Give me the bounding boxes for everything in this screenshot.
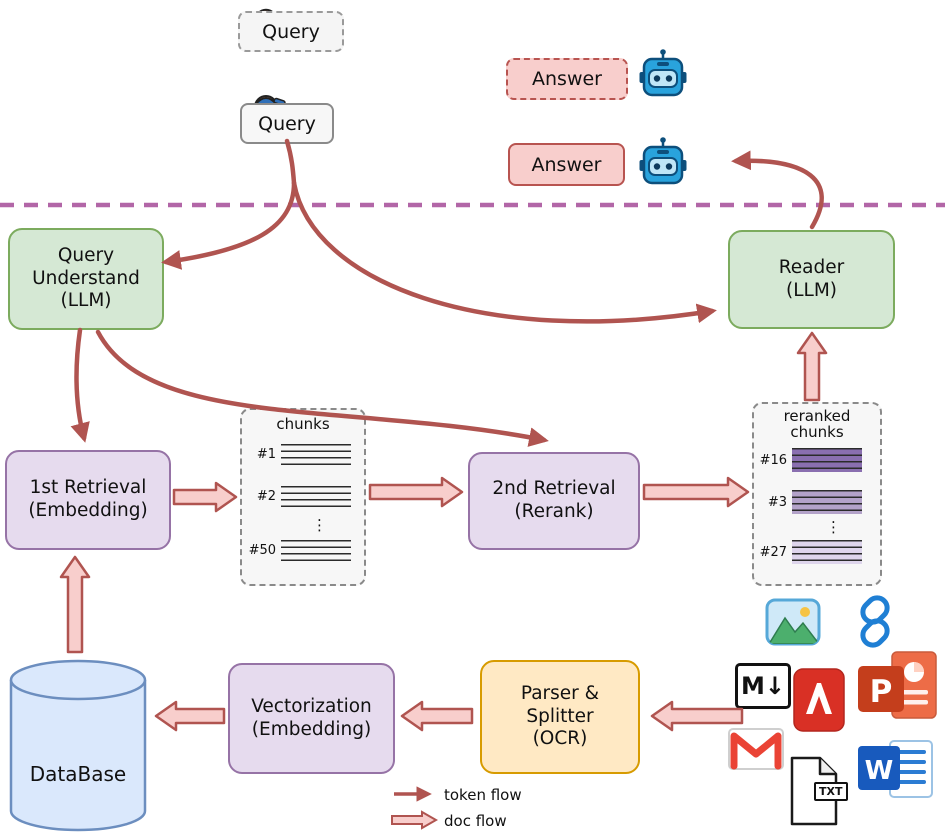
arrow-chunks-to-second-retrieval	[368, 476, 464, 508]
arrow-query-to-query-understand	[161, 180, 297, 270]
query-label: Query	[258, 112, 316, 135]
arrow-files-to-parser	[650, 700, 744, 732]
arrow-query-to-reader	[291, 180, 717, 324]
reranked-chunks-box: reranked chunks #16 #3 ⋮ #27	[752, 402, 882, 586]
legend-token-flow-label: token flow	[444, 786, 522, 804]
chunk-row: #2	[248, 486, 351, 507]
chunk-row: #3	[759, 490, 862, 514]
chunk-row: #16	[759, 448, 862, 472]
chunk-text-lines	[281, 444, 351, 465]
reranked-ellipsis: ⋮	[826, 518, 842, 536]
arrow-second-retrieval-to-reranked	[642, 476, 750, 508]
legend-doc-arrow	[391, 810, 439, 830]
arrow-reader-to-answer	[731, 150, 824, 230]
arrow-reranked-to-reader	[796, 331, 828, 402]
reader-box: Reader (LLM)	[728, 230, 895, 329]
query-understand-box: Query Understand (LLM)	[8, 228, 164, 330]
chunk-row: #50	[248, 540, 351, 561]
answer-label: Answer	[531, 153, 602, 176]
chunk-id: #16	[759, 452, 787, 468]
query-draft-label: Query	[262, 20, 320, 43]
arrow-understand-to-first-retrieval	[70, 327, 90, 443]
first-retrieval-box: 1st Retrieval (Embedding)	[5, 450, 171, 550]
second-retrieval-box: 2nd Retrieval (Rerank)	[468, 452, 640, 550]
robot-icon	[638, 136, 688, 190]
second-retrieval-label: 2nd Retrieval (Rerank)	[492, 478, 616, 522]
query-draft-box: Query	[238, 11, 344, 52]
arrow-query-stem	[284, 138, 297, 186]
reranked-chunks-title: reranked chunks	[783, 407, 851, 441]
chunk-text-lines	[281, 486, 351, 507]
chunk-text-lines	[281, 540, 351, 561]
image-file-icon	[765, 598, 821, 646]
gmail-icon	[727, 727, 785, 773]
arrow-vectorization-to-database	[154, 700, 226, 732]
markdown-glyph: M↓	[741, 672, 785, 700]
chunk-id: #50	[248, 543, 276, 558]
chunk-id: #3	[767, 494, 787, 510]
answer-draft-label: Answer	[532, 68, 602, 90]
chunk-text-lines-highlighted	[792, 540, 862, 564]
token-flow-arrows	[70, 138, 824, 447]
vectorization-box: Vectorization (Embedding)	[228, 663, 395, 774]
arrow-first-retrieval-to-chunks	[172, 481, 238, 513]
arrow-parser-to-vectorization	[400, 700, 474, 732]
reader-label: Reader (LLM)	[778, 256, 845, 301]
query-understand-label: Query Understand (LLM)	[32, 245, 140, 312]
query-box: Query	[240, 103, 334, 144]
parser-splitter-label: Parser & Splitter (OCR)	[520, 683, 600, 750]
markdown-file-icon: M↓	[735, 663, 791, 709]
answer-box: Answer	[508, 143, 625, 186]
chunk-id: #1	[256, 447, 276, 462]
legend-doc-flow-label: doc flow	[444, 812, 507, 830]
chunk-text-lines-highlighted	[792, 490, 862, 514]
vectorization-label: Vectorization (Embedding)	[251, 695, 372, 740]
link-icon	[852, 594, 898, 650]
word-file-icon: W	[856, 738, 936, 802]
powerpoint-letter: P	[869, 674, 893, 710]
database-label: DataBase	[29, 762, 127, 786]
doc-flow-arrows	[59, 331, 828, 732]
chunks-title: chunks	[276, 415, 330, 433]
robot-icon	[638, 48, 688, 102]
first-retrieval-label: 1st Retrieval (Embedding)	[28, 477, 148, 521]
database-cylinder: DataBase	[8, 658, 148, 834]
chunk-id: #2	[256, 489, 276, 504]
chunk-id: #27	[759, 544, 787, 560]
arrow-database-to-first-retrieval	[59, 555, 91, 654]
pdf-file-icon	[793, 668, 845, 732]
chunks-box: chunks #1 #2 ⋮ #50	[240, 408, 366, 586]
word-letter: W	[864, 756, 894, 786]
txt-label: TXT	[814, 782, 848, 801]
chunk-text-lines-highlighted	[792, 448, 862, 472]
chunk-row: #27	[759, 540, 862, 564]
chunk-row: #1	[248, 444, 351, 465]
powerpoint-file-icon: P	[856, 650, 940, 732]
txt-file-icon: TXT	[788, 754, 852, 832]
parser-splitter-box: Parser & Splitter (OCR)	[480, 660, 640, 774]
chunks-ellipsis: ⋮	[312, 516, 328, 534]
answer-draft-box: Answer	[506, 58, 628, 100]
